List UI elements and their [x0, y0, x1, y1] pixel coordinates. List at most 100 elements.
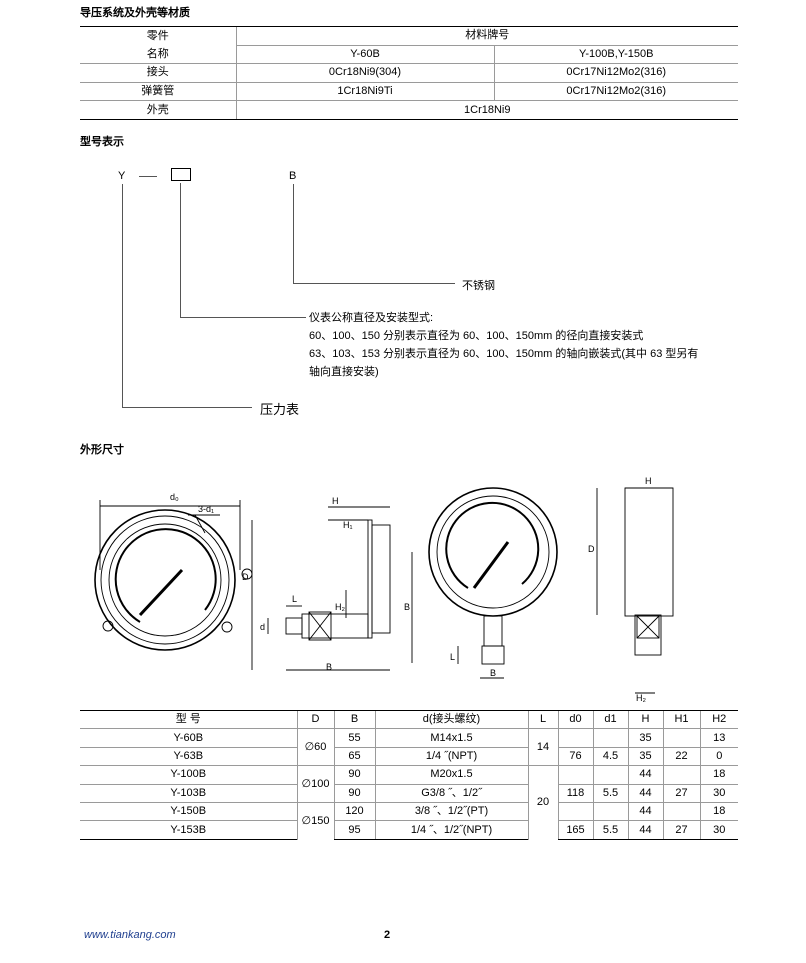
side-flange	[367, 519, 373, 639]
cell-d0	[557, 728, 593, 748]
table-cell: 零件	[80, 26, 236, 46]
cell-H1: 27	[662, 820, 700, 840]
materials-title: 导压系统及外壳等材质	[80, 7, 190, 19]
cell-B: 90	[333, 765, 375, 785]
desc-box-1: 仪表公称直径及安装型式:	[309, 312, 434, 324]
label-b2: B	[490, 668, 496, 678]
cell-H: 44	[627, 783, 663, 803]
label-H: H	[332, 496, 339, 506]
leader-line	[293, 184, 294, 283]
cell-D: ∅100	[296, 765, 334, 803]
cell-H: 44	[627, 820, 663, 840]
cell-model: Y-60B	[80, 728, 297, 748]
label-H2: H₂	[335, 602, 345, 612]
cell-H: 44	[627, 801, 663, 821]
table-row: 外壳 1Cr18Ni9	[80, 100, 738, 120]
cell-model: Y-150B	[80, 801, 297, 821]
cell-B: 120	[333, 801, 375, 821]
side2-hex	[636, 615, 660, 639]
cell-B: 65	[333, 746, 375, 766]
leader-line	[122, 184, 123, 407]
table-row: 零件 材料牌号	[80, 26, 738, 46]
header-H2: H2	[699, 709, 738, 729]
table-header-row: 型 号 D B d(接头螺纹) L d0 d1 H H1 H2	[80, 709, 738, 729]
mount-hole	[102, 620, 114, 632]
label-L: L	[292, 594, 297, 604]
cell-d: 1/4 ˝、1/2˝(NPT)	[374, 820, 528, 840]
table-row: Y-60B ∅60 55 M14x1.5 14 35 13	[80, 728, 738, 766]
table-row: Y-153B 95 1/4 ˝、1/2˝(NPT) 165 5.5 44 27 …	[80, 820, 738, 840]
side-hex	[308, 611, 332, 641]
dimension-table: 型 号 D B d(接头螺纹) L d0 d1 H H1 H2 Y-60B ∅6…	[80, 709, 738, 840]
header-model: 型 号	[80, 709, 297, 729]
cell-d1	[592, 765, 628, 785]
header-d: d(接头螺纹)	[374, 709, 528, 729]
leader-line	[122, 407, 252, 408]
cell-d0: 76	[557, 746, 593, 766]
cell-d: M20x1.5	[374, 765, 528, 785]
gauge-front-outer	[94, 509, 236, 651]
cell-model: Y-103B	[80, 783, 297, 803]
dimension-drawing: d₀ 3-d₁ D H H₁ H₂ L d B B L B H D H₂	[94, 476, 674, 703]
gauge2-front-dial	[436, 495, 550, 609]
header-H1: H1	[662, 709, 700, 729]
gauge-needle	[138, 568, 184, 617]
materials-table: 零件 材料牌号 名称 Y-60B Y-100B,Y-150B 接头 0Cr18N…	[80, 26, 738, 120]
cell-H: 35	[627, 728, 663, 748]
table-row: Y-103B 90 G3/8 ˝、1/2˝ 118 5.5 44 27 30	[80, 783, 738, 803]
table-cell: 外壳	[80, 100, 236, 120]
cell-H2: 30	[699, 783, 738, 803]
table-cell: 弹簧管	[80, 81, 236, 101]
desc-box-3: 63、103、153 分别表示直径为 60、100、150mm 的轴向嵌装式(其…	[309, 348, 699, 360]
desc-box-2: 60、100、150 分别表示直径为 60、100、150mm 的径向直接安装式	[309, 330, 644, 342]
header-D: D	[296, 709, 334, 729]
label-L2: L	[450, 652, 455, 662]
desc-box-4: 轴向直接安装)	[309, 366, 379, 378]
dim-leader	[194, 514, 206, 534]
side-thread	[285, 617, 303, 635]
header-d0: d0	[557, 709, 593, 729]
header-L: L	[527, 709, 558, 729]
gauge-front-bezel	[100, 515, 230, 645]
table-row: Y-63B 65 1/4 ˝(NPT) 76 4.5 35 22 0	[80, 746, 738, 766]
cell-d1: 4.5	[592, 746, 628, 766]
cell-d0: 118	[557, 783, 593, 803]
label-B2: B	[404, 602, 410, 612]
cell-D: ∅150	[296, 801, 334, 840]
cell-H: 35	[627, 746, 663, 766]
side-case	[371, 524, 391, 634]
table-cell: Y-100B,Y-150B	[493, 44, 738, 64]
side2-stem	[634, 614, 662, 656]
cell-H2: 13	[699, 728, 738, 748]
table-cell: 0Cr18Ni9(304)	[235, 63, 494, 83]
cell-H2: 18	[699, 801, 738, 821]
header-d1: d1	[592, 709, 628, 729]
header-B: B	[333, 709, 375, 729]
cell-model: Y-63B	[80, 746, 297, 766]
table-cell: 接头	[80, 63, 236, 83]
table-cell: 0Cr17Ni12Mo2(316)	[493, 63, 738, 83]
mount-hole	[221, 621, 233, 633]
cell-d0: 165	[557, 820, 593, 840]
page-number: 2	[384, 929, 391, 941]
cell-H1	[662, 765, 700, 785]
desc-b: 不锈钢	[462, 280, 495, 292]
leader-line	[180, 183, 181, 317]
cell-d: 1/4 ˝(NPT)	[374, 746, 528, 766]
table-cell: 0Cr17Ni12Mo2(316)	[493, 81, 738, 101]
model-code-b: B	[289, 170, 297, 182]
footer-url[interactable]: www.tiankang.com	[84, 929, 176, 941]
model-code-dash	[139, 176, 157, 177]
cell-d1	[592, 801, 628, 821]
cell-model: Y-153B	[80, 820, 297, 840]
side2-case	[624, 487, 674, 617]
cell-H1	[662, 728, 700, 748]
table-cell: 1Cr18Ni9Ti	[235, 81, 494, 101]
gauge2-scale-arc	[445, 501, 540, 589]
cell-H2: 30	[699, 820, 738, 840]
side-stem	[301, 613, 369, 639]
cell-H1: 27	[662, 783, 700, 803]
label-D: D	[242, 572, 249, 582]
cell-B: 90	[333, 783, 375, 803]
cell-H1	[662, 801, 700, 821]
